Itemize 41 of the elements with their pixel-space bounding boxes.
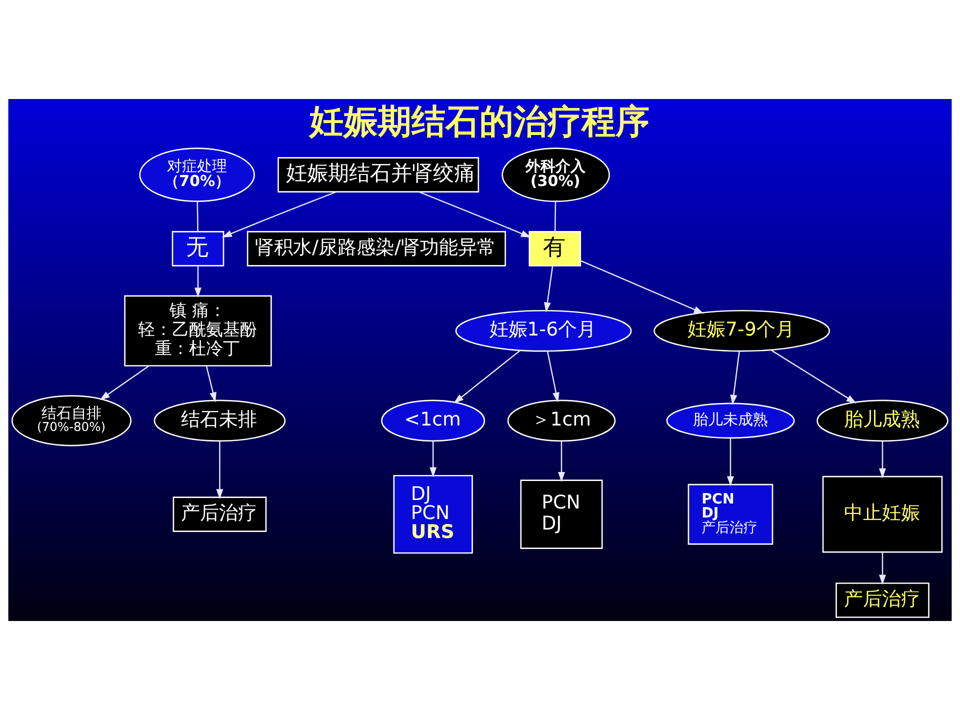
arrow xyxy=(100,365,150,400)
arrow xyxy=(726,438,734,486)
node-box: PCN DJ 产后治疗 xyxy=(688,484,774,545)
connector xyxy=(196,202,198,232)
arrow xyxy=(580,260,704,314)
node-ellipse: 妊娠7-9个月 xyxy=(654,310,830,352)
node-box: 有 xyxy=(528,231,582,266)
node-box: 妊娠期结石并肾绞痛 xyxy=(278,157,480,192)
node-ellipse: <1cm xyxy=(381,400,486,442)
node-box: 产后治疗 xyxy=(172,496,267,532)
diagram-title: 妊娠期结石的治疗程序 xyxy=(310,102,650,142)
node-box: 产后治疗 xyxy=(836,582,930,618)
arrow xyxy=(216,441,224,500)
arrow xyxy=(546,350,560,403)
node-ellipse: 结石未排 xyxy=(154,400,286,442)
node-box: 肾积水/尿路感染/肾功能异常 xyxy=(246,231,506,266)
node-box: 无 xyxy=(172,231,224,266)
node-box: DJ PCN URS xyxy=(393,474,473,554)
arrow xyxy=(879,552,886,585)
arrow xyxy=(770,349,856,404)
arrow xyxy=(730,350,740,405)
arrow xyxy=(879,441,886,478)
arrow xyxy=(194,266,202,298)
arrow xyxy=(430,441,437,478)
arrow xyxy=(558,441,565,482)
node-box: PCN DJ xyxy=(520,480,603,549)
node-ellipse: 对症处理 （70%） xyxy=(139,148,255,202)
node-box: 镇 痛： 轻：乙酰氨基酚 重：杜冷丁 xyxy=(124,295,272,366)
node-box: 中止妊娠 xyxy=(822,476,943,553)
node-ellipse: 外科介入 (30%) xyxy=(502,148,610,202)
arrow xyxy=(418,191,532,238)
arrow xyxy=(206,366,216,402)
node-ellipse: 妊娠1-6个月 xyxy=(455,310,632,352)
node-ellipse: 胎儿成熟 xyxy=(816,400,948,442)
node-ellipse: 结石自排 (70%-80%) xyxy=(11,395,132,446)
node-ellipse: 胎儿未成熟 xyxy=(666,402,795,439)
node-ellipse: ＞1cm xyxy=(507,400,616,442)
connector xyxy=(554,202,556,232)
arrow xyxy=(222,191,337,238)
arrow xyxy=(544,266,554,312)
arrow xyxy=(454,350,521,404)
